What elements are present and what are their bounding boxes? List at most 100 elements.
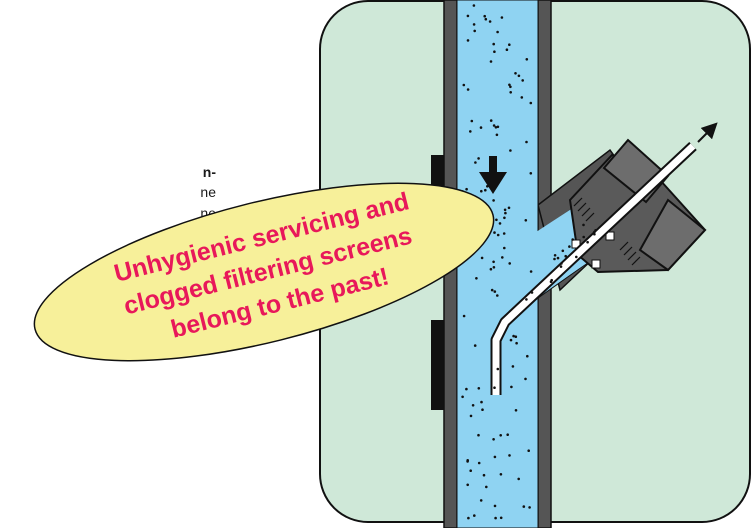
particle-dot	[517, 74, 521, 78]
thread-marks	[573, 197, 641, 266]
flow-down-arrow	[479, 156, 507, 194]
particle-dot	[469, 469, 473, 473]
particle-dot	[466, 483, 470, 487]
particle-dot	[492, 260, 495, 264]
particle-dot	[514, 409, 518, 412]
particle-dot	[479, 499, 483, 502]
particle-dot	[494, 126, 498, 129]
particle-dot	[465, 187, 468, 191]
flange-left-lower	[431, 320, 445, 410]
particle-dot	[509, 149, 512, 152]
particle-dot	[462, 83, 466, 87]
particle-dot	[470, 119, 474, 123]
particle-dot	[492, 199, 495, 202]
particle-dot	[489, 119, 493, 122]
particle-dot	[586, 240, 589, 244]
particle-dot	[474, 161, 477, 164]
particle-dot	[473, 344, 477, 347]
particle-dot	[517, 477, 520, 481]
particle-dot	[575, 255, 578, 259]
particle-dot	[466, 460, 469, 463]
particle-dot	[481, 408, 484, 412]
particle-dot	[475, 277, 478, 280]
particle-dot	[472, 4, 476, 7]
particle-dot	[493, 455, 497, 459]
particle-dot	[524, 377, 527, 381]
particle-dot	[582, 223, 585, 227]
particle-dot	[477, 461, 481, 465]
particle-dot	[492, 42, 496, 46]
particle-dot	[480, 189, 483, 193]
particle-dot	[499, 473, 503, 476]
particle-dot	[477, 387, 481, 390]
particle-dot	[466, 88, 470, 91]
particle-dot	[508, 83, 511, 87]
particle-dot	[506, 433, 510, 437]
particle-dot	[461, 395, 464, 399]
particle-dot	[560, 262, 563, 265]
particle-dot	[503, 246, 506, 250]
particle-dot	[490, 288, 494, 292]
particle-dot	[593, 230, 596, 234]
particle-dot	[484, 188, 487, 192]
particle-dot	[471, 404, 475, 407]
particle-dot	[469, 414, 473, 418]
particle-dot	[493, 290, 497, 293]
body-text-fragment-2: ne	[200, 184, 216, 200]
particle-dot	[486, 185, 489, 188]
particle-dot	[473, 29, 477, 33]
particle-dot	[582, 235, 585, 239]
particle-dot	[467, 516, 470, 520]
particle-dot	[509, 91, 512, 94]
particle-dot	[496, 367, 500, 371]
particle-dot	[529, 101, 533, 105]
particle-dot	[473, 514, 476, 517]
particle-dot	[462, 314, 466, 318]
particle-dot	[508, 262, 512, 265]
particle-dot	[493, 504, 497, 508]
fitting-cap	[638, 198, 707, 272]
particle-dot	[564, 254, 567, 258]
particle-dot	[527, 449, 530, 453]
particle-dot	[514, 335, 518, 339]
callout-ellipse	[33, 182, 495, 362]
particle-dot	[522, 505, 526, 508]
particle-dot	[496, 125, 500, 129]
particle-dot	[508, 454, 511, 457]
particle-dot	[561, 249, 565, 253]
particle-dot	[526, 354, 529, 358]
particle-dot	[520, 96, 524, 99]
particle-dot	[500, 16, 504, 19]
particle-dot	[559, 265, 563, 268]
particle-dot	[529, 172, 533, 175]
particle-dot	[515, 341, 518, 345]
particle-dot	[529, 270, 533, 273]
particle-dot	[505, 48, 509, 51]
particle-dot	[480, 400, 483, 404]
particle-dot	[500, 174, 503, 178]
particle-dot	[525, 140, 528, 144]
particle-dot	[489, 267, 493, 271]
particle-dot	[568, 245, 571, 248]
sampling-tube-inner	[492, 143, 696, 395]
water-main	[456, 0, 539, 528]
particle-dot	[556, 256, 560, 260]
particle-dot	[492, 266, 496, 269]
particle-dot	[483, 14, 487, 18]
particle-dot	[553, 254, 557, 257]
particle-dot	[484, 17, 488, 21]
particle-dot	[494, 516, 497, 520]
particle-dot	[510, 385, 513, 389]
particle-dot	[553, 257, 556, 261]
particle-dot	[524, 219, 528, 222]
particle-dot	[504, 211, 507, 215]
particle-dot	[514, 72, 517, 75]
particle-dot	[477, 433, 480, 437]
particle-dot	[512, 334, 515, 338]
particle-dot	[495, 133, 499, 137]
particle-dot	[466, 39, 470, 42]
seal-3	[605, 231, 615, 241]
particle-dot	[495, 218, 498, 222]
particle-dot	[493, 50, 496, 53]
